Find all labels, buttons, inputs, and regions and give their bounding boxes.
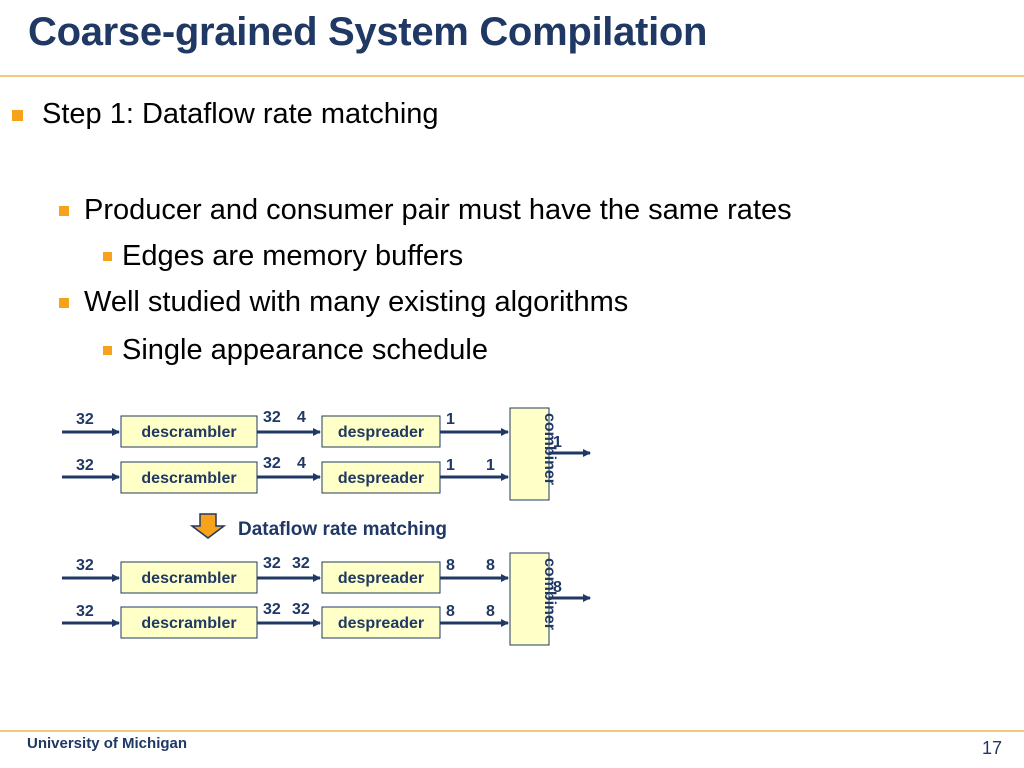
rate-label: 32: [76, 457, 94, 474]
despreader-node: [321, 461, 441, 494]
bullet-square-icon: [12, 110, 23, 121]
rate-label: 32: [263, 601, 281, 618]
bullet-text: Step 1: Dataflow rate matching: [42, 98, 439, 130]
footer-divider: [0, 730, 1024, 732]
diagram-caption: Dataflow rate matching: [238, 519, 447, 540]
descrambler-node: [120, 561, 258, 594]
rate-label: 32: [292, 555, 310, 572]
rate-label: 8: [486, 603, 495, 620]
bullet-text: Well studied with many existing algorith…: [84, 286, 629, 318]
node-label: despreader: [338, 615, 424, 632]
despreader-node: [321, 606, 441, 639]
rate-label: 8: [486, 557, 495, 574]
node-label: despreader: [338, 424, 424, 441]
rate-label: 32: [263, 455, 281, 472]
rate-label: 8: [553, 579, 562, 596]
combiner-label: combiner: [541, 413, 558, 485]
page-number: 17: [981, 738, 1002, 758]
rate-label: 1: [486, 457, 495, 474]
bullet-text: Producer and consumer pair must have the…: [84, 194, 792, 226]
rate-label: 32: [263, 409, 281, 426]
bullet-level1: Step 1: Dataflow rate matching: [12, 98, 439, 131]
combiner-label: combiner: [541, 558, 558, 630]
rate-label: 8: [446, 557, 455, 574]
combiner-node: [509, 552, 550, 646]
rate-label: 1: [446, 457, 455, 474]
node-label: despreader: [338, 570, 424, 587]
rate-label: 1: [553, 434, 562, 451]
node-label: despreader: [338, 470, 424, 487]
bullet-square-icon: [103, 252, 112, 261]
bullet-level3: Edges are memory buffers: [103, 240, 464, 273]
descrambler-node: [120, 461, 258, 494]
rate-label: 32: [292, 601, 310, 618]
node-label: descrambler: [141, 570, 236, 587]
dataflow-diagram: 32 descrambler 32 4 despreader 1 32 desc…: [62, 407, 591, 646]
node-label: descrambler: [141, 470, 236, 487]
slide-title: Coarse-grained System Compilation: [28, 10, 708, 54]
bullet-square-icon: [59, 206, 69, 216]
node-label: descrambler: [141, 424, 236, 441]
rate-label: 1: [446, 411, 455, 428]
node-label: descrambler: [141, 615, 236, 632]
rate-label: 4: [297, 455, 306, 472]
rate-label: 32: [76, 411, 94, 428]
footer-university: University of Michigan: [27, 735, 188, 752]
despreader-node: [321, 415, 441, 448]
bullet-text: Single appearance schedule: [122, 334, 488, 366]
rate-label: 32: [76, 557, 94, 574]
rate-label: 4: [297, 409, 306, 426]
rate-label: 32: [76, 603, 94, 620]
bullet-level3: Single appearance schedule: [103, 334, 488, 367]
rate-label: 32: [263, 555, 281, 572]
descrambler-node: [120, 606, 258, 639]
rate-label: 8: [446, 603, 455, 620]
title-divider: [0, 75, 1024, 77]
bullet-text: Edges are memory buffers: [122, 240, 464, 272]
bullet-square-icon: [103, 346, 112, 355]
down-arrow-icon: [189, 513, 227, 539]
bullet-level2: Well studied with many existing algorith…: [59, 286, 629, 319]
bullet-square-icon: [59, 298, 69, 308]
bullet-level2: Producer and consumer pair must have the…: [59, 194, 792, 227]
